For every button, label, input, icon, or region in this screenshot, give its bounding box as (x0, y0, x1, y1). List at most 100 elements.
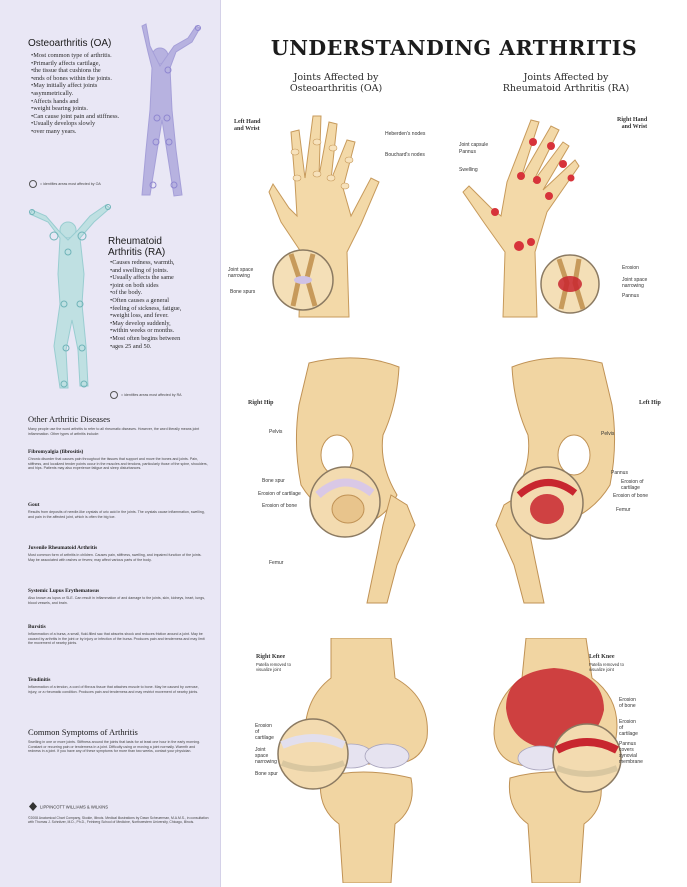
poster-title: UNDERSTANDING ARTHRITIS (270, 36, 638, 60)
oa-body-figure-icon (141, 23, 201, 197)
knee-oa-inset-icon (277, 718, 349, 790)
label: Erosion (622, 265, 639, 271)
ra-note: = identifies areas most affected by RA (121, 393, 182, 397)
label: Pelvis (269, 429, 283, 435)
disease-name: Bursitis (28, 624, 46, 630)
label: Pelvis (601, 431, 615, 437)
label: Erosion of cartilage (621, 479, 644, 491)
ra-title: Rheumatoid Arthritis (RA) (108, 236, 166, 258)
label: Femur (616, 507, 631, 513)
ra-bullet-cont: feeling of sickness, fatigue, (110, 305, 218, 313)
knee-ra-inset-icon (552, 723, 622, 793)
symptoms-text: Swelling in one or more joints. Stiffnes… (28, 740, 201, 754)
oa-bullet: Usually develops slowly (31, 120, 141, 128)
hand-oa-illustration (268, 115, 380, 318)
label: Pannus (611, 470, 628, 476)
ra-bullet: Most often begins between (110, 335, 218, 343)
disease-name: Tendinitis (28, 677, 51, 683)
hand-ra-inset-icon (540, 254, 600, 314)
disease-name: Fibromyalgia (fibrositis) (28, 449, 84, 455)
knee-ra-title: Left Knee (589, 654, 615, 660)
hip-ra-title: Left Hip (639, 400, 661, 406)
hand-ra-illustration (462, 119, 580, 318)
ra-bullet: Usually affects the same (110, 274, 218, 282)
label: Pannus covers synovial membrane (619, 741, 643, 765)
ra-body-figure-icon (29, 204, 111, 389)
hip-oa-title: Right Hip (248, 400, 274, 406)
oa-note: = identifies areas most affected by OA (40, 182, 101, 186)
label: Pannus (459, 149, 476, 155)
label: Bouchard's nodes (385, 152, 425, 158)
label: Erosion of bone (619, 697, 636, 709)
label: Joint space narrowing (622, 277, 648, 289)
label: Femur (269, 560, 284, 566)
ra-bullets: Causes redness, warmth, and swelling of … (110, 259, 218, 350)
ra-bullet-cont: within weeks or months. (110, 327, 218, 335)
oa-bullet: Most common type of arthritis. (31, 52, 141, 60)
disease-name: Systemic Lupus Erythematosus (28, 588, 100, 594)
oa-legend-circle-icon (29, 180, 37, 188)
label: Joint capsule (459, 142, 489, 148)
label: Bone spur (262, 478, 285, 484)
other-diseases-title: Other Arthritic Diseases (28, 414, 111, 424)
label: Bone spurs (230, 289, 256, 295)
oa-bullet-cont: the tissue that cushions the (31, 67, 141, 75)
label: Erosion of cartilage (258, 491, 301, 497)
disease-name: Gout (28, 502, 40, 508)
knee-oa-title: Right Knee (256, 654, 286, 660)
disease-text: Inflammation of a tendon, a cord of fibr… (28, 685, 199, 694)
disease-text: Also known as lupus or SLE. Can result i… (28, 596, 205, 605)
label: Erosion of cartilage (255, 723, 274, 741)
oa-bullet: Affects hands and (31, 98, 141, 106)
oa-bullet-cont: ends of bones within the joints. (31, 75, 141, 83)
ra-bullet-cont: weight loss, and fever. (110, 312, 218, 320)
oa-bullets: Most common type of arthritis. Primarily… (31, 52, 141, 136)
ra-bullet: Causes redness, warmth, (110, 259, 218, 267)
publisher-logo-text: LIPPINCOTT WILLIAMS & WILKINS (40, 805, 108, 810)
hip-ra-inset-icon (510, 466, 584, 540)
oa-bullet-cont: weight bearing joints. (31, 105, 141, 113)
oa-title: Osteoarthritis (OA) (28, 38, 112, 49)
ra-legend-circle-icon (110, 391, 118, 399)
disease-text: Most common form of arthritis in childre… (28, 553, 202, 562)
publisher-logo-icon: LIPPINCOTT WILLIAMS & WILKINS (29, 802, 108, 811)
label: Joint space narrowing (255, 747, 277, 765)
oa-bullet-cont: asymmetrically. (31, 90, 141, 98)
symptoms-title: Common Symptoms of Arthritis (28, 727, 138, 737)
label: Heberden's nodes (385, 131, 426, 137)
hip-oa-inset-icon (309, 466, 381, 538)
hand-oa-inset-icon (272, 249, 334, 311)
ra-bullet-cont: ages 25 and 50. (110, 343, 218, 351)
label: Pannus (622, 293, 639, 299)
disease-text: Chronic disorder that causes pain throug… (28, 457, 208, 471)
ra-bullet-cont: joint on both sides (110, 282, 218, 290)
oa-bullet: May initially affect joints (31, 82, 141, 90)
label: Erosion of cartilage (619, 719, 638, 737)
label: Joint space narrowing (228, 267, 254, 279)
disease-text: Inflammation of a bursa, a small, fluid-… (28, 632, 205, 646)
ra-bullet-cont: and swelling of joints. (110, 267, 218, 275)
sidebar: Osteoarthritis (OA) Most common type of … (0, 0, 221, 887)
disease-name: Juvenile Rheumatoid Arthritis (28, 545, 98, 551)
oa-bullet: Primarily affects cartilage, (31, 60, 141, 68)
oa-bullet: Can cause joint pain and stiffness. (31, 113, 141, 121)
ra-bullet: May develop suddenly, (110, 320, 218, 328)
label: Erosion of bone (262, 503, 298, 509)
label: Erosion of bone (613, 493, 649, 499)
disease-text: Results from deposits of needle-like cry… (28, 510, 205, 519)
oa-bullet-cont: over many years. (31, 128, 141, 136)
label: Swelling (459, 167, 478, 173)
ra-bullet-cont: of the body. (110, 289, 218, 297)
main-area: UNDERSTANDING ARTHRITIS Joints Affected … (221, 0, 687, 887)
other-diseases-intro: Many people use the word arthritis to re… (28, 427, 200, 436)
ra-bullet: Often causes a general (110, 297, 218, 305)
copyright: ©2008 Anatomical Chart Company, Skokie, … (28, 816, 209, 825)
label: Bone spur (255, 771, 278, 777)
